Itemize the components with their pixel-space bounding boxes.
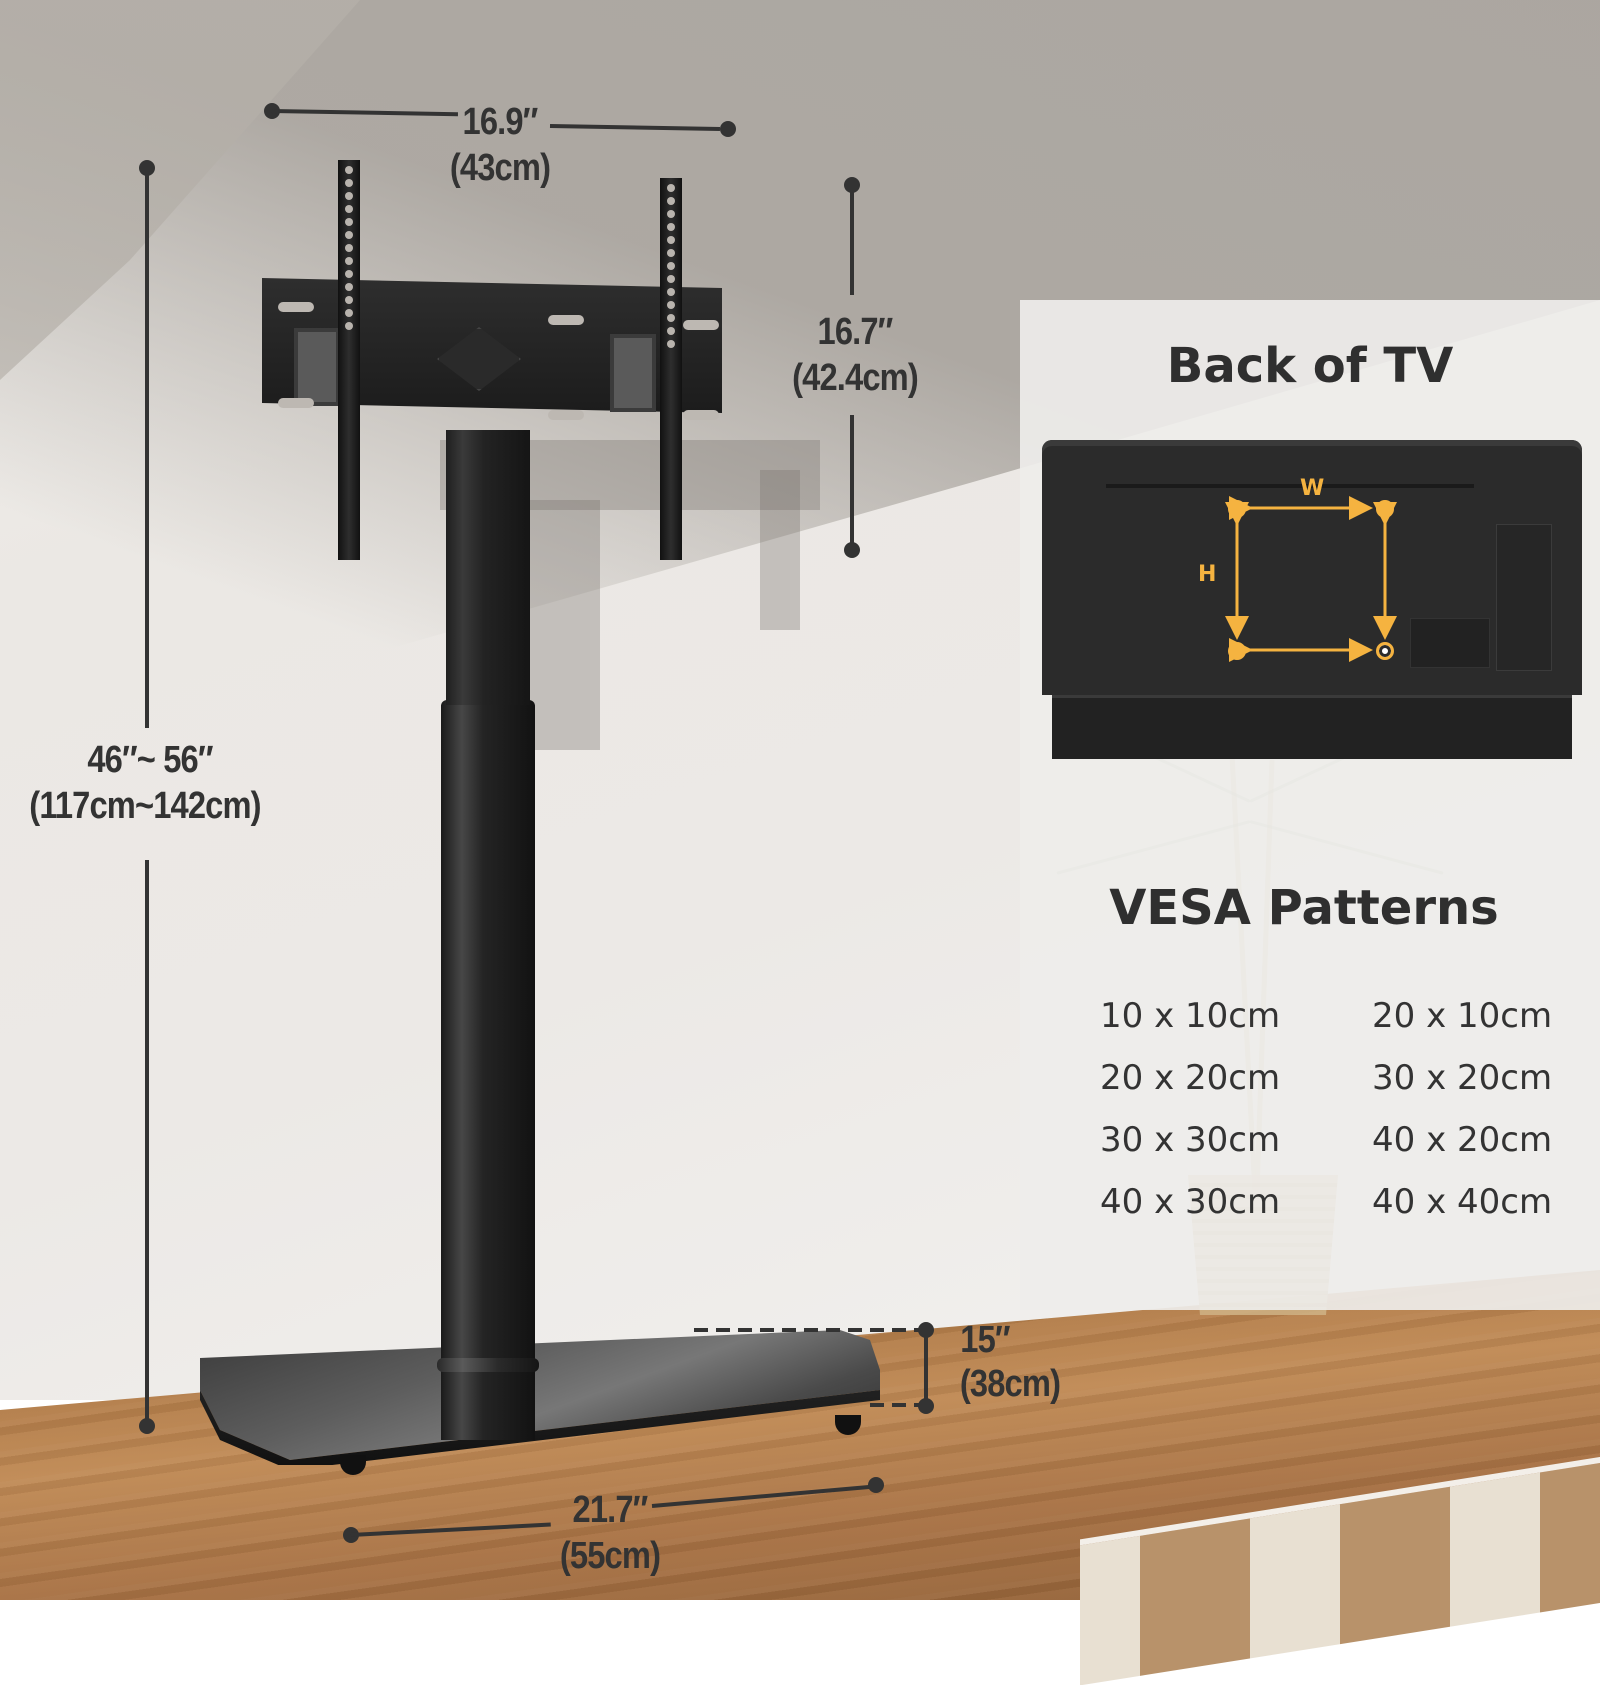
dimension-endpoint — [139, 1418, 155, 1434]
back-of-tv-title: Back of TV — [1166, 338, 1454, 394]
dimension-guide-dashed — [870, 1403, 925, 1407]
dimension-line — [850, 415, 854, 545]
vesa-patterns-title: VESA Patterns — [1109, 880, 1499, 936]
bracket-slot — [683, 320, 719, 330]
bracket-slot — [278, 398, 314, 408]
mount-width-metric: (43cm) — [449, 147, 551, 189]
mount-width-imperial: 16.9″ — [462, 101, 539, 143]
bracket-slot — [548, 410, 584, 420]
dimension-line — [145, 860, 149, 1420]
vesa-pattern-item: 10 x 10cm — [1100, 996, 1281, 1036]
bracket-slot — [278, 302, 314, 312]
mount-height-metric: (42.4cm) — [792, 357, 919, 399]
stand-pole-collar — [437, 1358, 539, 1372]
base-width-metric: (55cm) — [559, 1535, 661, 1577]
stand-pole-lower — [441, 700, 535, 1440]
vesa-pattern-item: 20 x 20cm — [1100, 1058, 1281, 1098]
vesa-height-label: H — [1198, 562, 1217, 587]
bracket-slot — [683, 410, 719, 420]
vesa-hole-icon — [1376, 642, 1394, 660]
bracket-window — [610, 334, 656, 412]
dimension-guide-dashed — [694, 1328, 924, 1332]
tv-ports-icon — [1410, 618, 1490, 668]
dimension-line — [924, 1330, 928, 1402]
vesa-pattern-item: 30 x 30cm — [1100, 1120, 1281, 1160]
dimension-endpoint — [918, 1398, 934, 1414]
vesa-width-label: W — [1300, 476, 1325, 501]
bracket-window — [294, 328, 340, 406]
vertical-mount-arm-right — [660, 178, 682, 560]
pole-shadow — [530, 500, 600, 750]
base-depth-imperial: 15″ — [960, 1319, 1010, 1361]
stand-foot — [340, 1455, 366, 1475]
dimension-endpoint — [868, 1477, 884, 1493]
dimension-endpoint — [720, 121, 736, 137]
dimension-line — [850, 185, 854, 295]
vertical-mount-arm-left — [338, 160, 360, 560]
tv-back-illustration: W H — [1042, 440, 1582, 759]
vesa-pattern-item: 20 x 10cm — [1372, 996, 1553, 1036]
vesa-arrows-icon — [1225, 496, 1397, 662]
vesa-pattern-item: 40 x 20cm — [1372, 1120, 1553, 1160]
mount-height-imperial: 16.7″ — [817, 311, 894, 353]
tv-side-panel — [1496, 524, 1552, 671]
total-height-metric: (117cm~142cm) — [29, 785, 261, 827]
vesa-pattern-item: 30 x 20cm — [1372, 1058, 1553, 1098]
arm-shadow — [760, 470, 800, 630]
tv-groove — [1106, 484, 1474, 488]
stand-foot — [835, 1415, 861, 1435]
vesa-pattern-item: 40 x 40cm — [1372, 1182, 1553, 1222]
stand-pole-upper — [446, 430, 530, 705]
bracket-slot — [548, 315, 584, 325]
tv-back-lower — [1052, 695, 1572, 759]
dimension-endpoint — [844, 542, 860, 558]
total-height-imperial: 46″~ 56″ — [87, 739, 213, 781]
base-width-imperial: 21.7″ — [572, 1489, 649, 1531]
vesa-pattern-item: 40 x 30cm — [1100, 1182, 1281, 1222]
base-depth-metric: (38cm) — [959, 1363, 1061, 1405]
dimension-line — [145, 168, 149, 728]
